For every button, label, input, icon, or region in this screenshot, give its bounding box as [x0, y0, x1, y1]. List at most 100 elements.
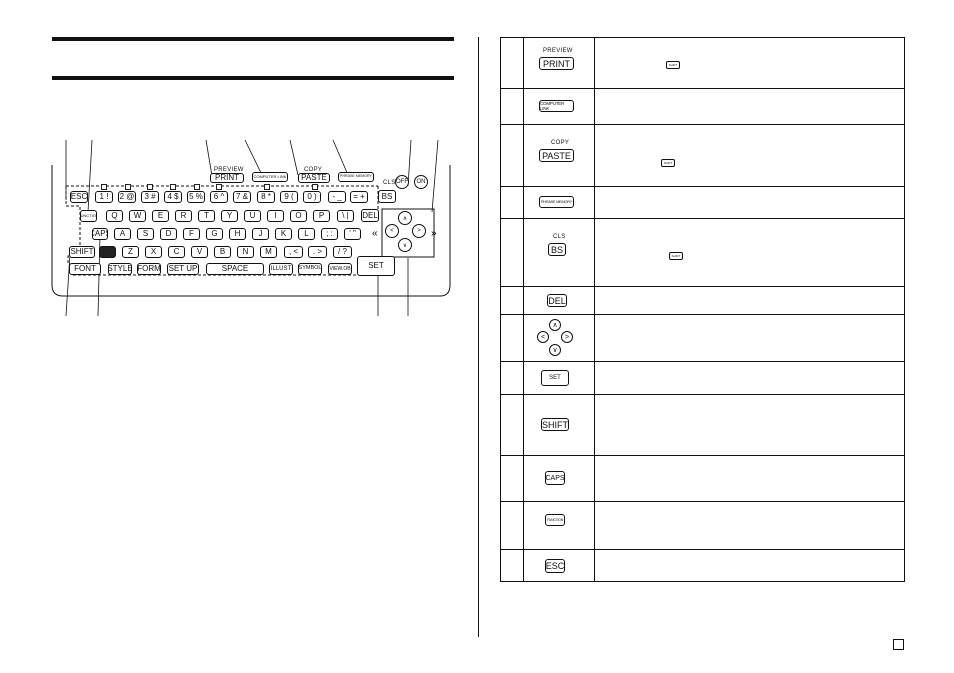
- row-top-label: CLS: [553, 234, 566, 240]
- copy-label: COPY: [304, 167, 323, 173]
- caps-key[interactable]: CAPS: [92, 228, 108, 240]
- del-key-icon: DEL: [547, 294, 567, 307]
- key-b[interactable]: B: [214, 246, 231, 258]
- key-h[interactable]: H: [229, 228, 246, 240]
- key-7[interactable]: 7 &: [233, 191, 251, 203]
- col-divider-2: [594, 38, 595, 581]
- key-backslash[interactable]: \ |: [337, 210, 354, 222]
- table-row: PREVIEW PRINT SHIFT: [501, 38, 904, 88]
- key-r[interactable]: R: [175, 210, 192, 222]
- page-marker-box: [893, 639, 904, 650]
- key-5[interactable]: 5 %: [187, 191, 205, 203]
- font-key[interactable]: FONT: [69, 263, 101, 275]
- key-k[interactable]: K: [275, 228, 292, 240]
- setup-key[interactable]: SET UP: [167, 263, 199, 275]
- key-slash[interactable]: / ?: [333, 246, 352, 258]
- extra-key[interactable]: [99, 246, 116, 258]
- key-y[interactable]: Y: [221, 210, 238, 222]
- key-w[interactable]: W: [129, 210, 146, 222]
- key-comma[interactable]: , <: [284, 246, 303, 258]
- key-4[interactable]: 4 $: [164, 191, 182, 203]
- keyboard-outline: « »: [51, 139, 451, 317]
- key-t[interactable]: T: [198, 210, 215, 222]
- fn-marker: [101, 184, 107, 190]
- key-p[interactable]: P: [313, 210, 330, 222]
- col-divider-1: [523, 38, 524, 581]
- key-9[interactable]: 9 (: [280, 191, 298, 203]
- key-u[interactable]: U: [244, 210, 261, 222]
- esc-key-icon: ESC: [545, 559, 565, 573]
- computer-link-key[interactable]: COMPUTER LINK: [252, 172, 288, 182]
- key-quote[interactable]: ' ": [344, 228, 361, 240]
- key-m[interactable]: M: [260, 246, 277, 258]
- esc-key[interactable]: ESC: [70, 191, 88, 203]
- key-equals[interactable]: = +: [350, 191, 368, 203]
- key-2[interactable]: 2 @: [118, 191, 136, 203]
- key-l[interactable]: L: [298, 228, 315, 240]
- paste-key[interactable]: PASTE: [298, 173, 330, 183]
- caps-key-icon: CAPS: [545, 471, 565, 485]
- set-key[interactable]: SET: [357, 256, 395, 276]
- key-minus[interactable]: - _: [328, 191, 346, 203]
- view-ob-key[interactable]: VIEW.OB: [328, 263, 352, 275]
- on-button[interactable]: ON: [414, 175, 428, 189]
- key-period[interactable]: . >: [308, 246, 327, 258]
- cursor-down-key[interactable]: ∨: [398, 238, 412, 252]
- print-key[interactable]: PRINT: [210, 173, 244, 183]
- key-d[interactable]: D: [160, 228, 177, 240]
- table-row: DEL: [501, 286, 904, 314]
- key-i[interactable]: I: [267, 210, 284, 222]
- key-n[interactable]: N: [237, 246, 254, 258]
- key-0[interactable]: 0 ): [303, 191, 321, 203]
- off-button[interactable]: OFF: [395, 175, 409, 189]
- key-x[interactable]: X: [145, 246, 162, 258]
- shift-key-icon: SHIFT: [541, 418, 569, 431]
- illust-key[interactable]: ILLUST: [269, 263, 293, 275]
- key-a[interactable]: A: [114, 228, 131, 240]
- key-j[interactable]: J: [252, 228, 269, 240]
- cursor-left-key[interactable]: <: [385, 224, 399, 238]
- preview-label: PREVIEW: [214, 167, 244, 173]
- top-rule-1: [52, 37, 454, 41]
- symbol-key[interactable]: SYMBOL: [298, 263, 322, 275]
- bs-key[interactable]: BS: [378, 190, 396, 203]
- key-c[interactable]: C: [168, 246, 185, 258]
- key-8[interactable]: 8 *: [257, 191, 275, 203]
- key-v[interactable]: V: [191, 246, 208, 258]
- table-row: ESC: [501, 549, 904, 581]
- key-g[interactable]: G: [206, 228, 223, 240]
- table-row: SET: [501, 361, 904, 394]
- computer-link-key-icon: COMPUTER LINK: [539, 100, 574, 112]
- key-f[interactable]: F: [183, 228, 200, 240]
- key-1[interactable]: 1 !: [95, 191, 113, 203]
- cursor-left-icon: <: [537, 331, 549, 343]
- cls-label: CLS: [383, 180, 396, 186]
- key-semicolon[interactable]: ; :: [321, 228, 338, 240]
- key-z[interactable]: Z: [122, 246, 139, 258]
- key-table: PREVIEW PRINT SHIFT COMPUTER LINK COPY P…: [500, 37, 905, 582]
- fn-marker: [125, 184, 131, 190]
- phrase-memory-key[interactable]: PHRASE MEMORY: [338, 172, 374, 182]
- key-q[interactable]: Q: [106, 210, 123, 222]
- print-key-icon: PRINT: [539, 57, 574, 70]
- cursor-right-key[interactable]: >: [412, 224, 426, 238]
- key-e[interactable]: E: [152, 210, 169, 222]
- table-row: PHRASE MEMORY: [501, 186, 904, 218]
- key-3[interactable]: 3 #: [141, 191, 159, 203]
- form-key[interactable]: FORM: [137, 263, 161, 275]
- cursor-up-key[interactable]: ∧: [398, 211, 412, 225]
- shift-key[interactable]: SHIFT: [69, 246, 95, 258]
- key-s[interactable]: S: [137, 228, 154, 240]
- table-row: ∧ < > ∨: [501, 314, 904, 361]
- space-key[interactable]: SPACE: [206, 263, 264, 275]
- function-key[interactable]: FUNCTION: [80, 210, 97, 222]
- table-row: SHIFT: [501, 394, 904, 455]
- key-6[interactable]: 6 ^: [210, 191, 228, 203]
- fn-marker: [216, 184, 222, 190]
- table-row: FUNCTION: [501, 501, 904, 549]
- page-divider: [478, 37, 479, 637]
- style-key[interactable]: STYLE: [108, 263, 132, 275]
- del-key[interactable]: DEL: [361, 209, 379, 222]
- key-o[interactable]: O: [290, 210, 307, 222]
- phrase-memory-key-icon: PHRASE MEMORY: [539, 196, 574, 208]
